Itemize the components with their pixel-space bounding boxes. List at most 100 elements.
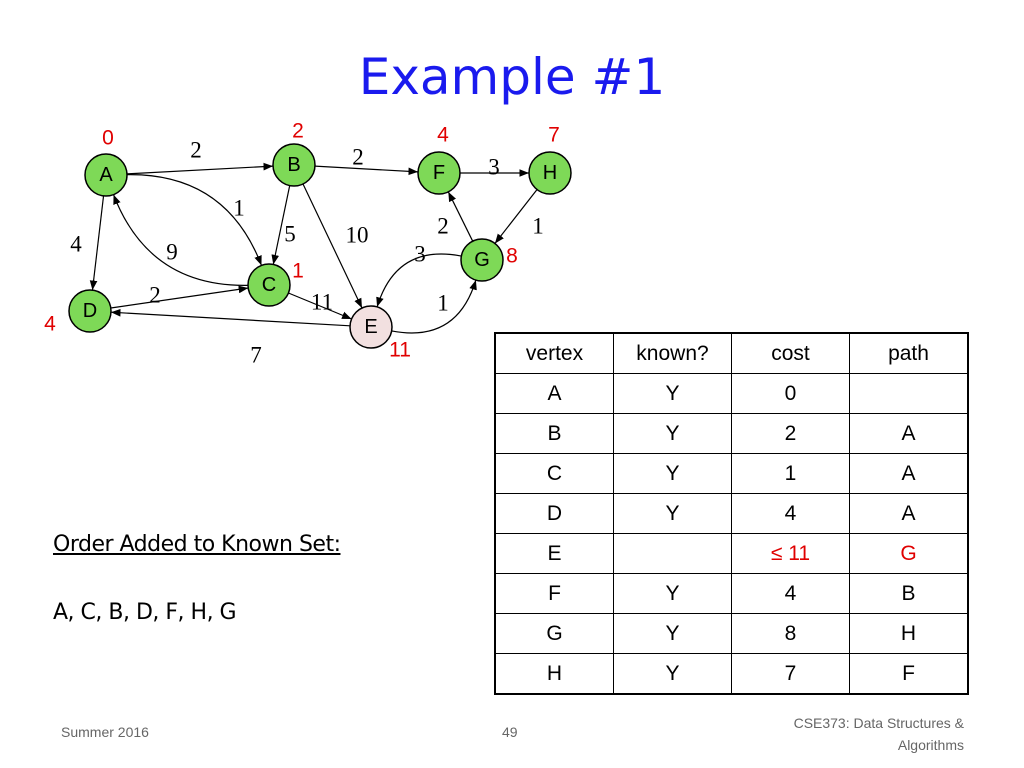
node-cost-label: 4 <box>437 124 449 147</box>
node-label: B <box>287 154 300 176</box>
edge-weight-label: 2 <box>437 214 449 239</box>
edge-weight-label: 5 <box>284 222 296 247</box>
edge-weight-label: 3 <box>488 155 500 180</box>
edge-weight-label: 9 <box>166 240 178 265</box>
cost-cell: 4 <box>731 573 850 614</box>
known-cell <box>613 533 732 574</box>
path-cell: F <box>849 653 969 695</box>
edge-e-g <box>391 279 477 334</box>
table-row: H Y 7 F <box>494 653 969 695</box>
known-cell: Y <box>613 613 732 654</box>
edge-weight-label: 10 <box>346 223 369 248</box>
cost-cell: 2 <box>731 413 850 454</box>
node-cost-label: 2 <box>292 120 304 143</box>
cost-cell: 4 <box>731 493 850 534</box>
table-row: A Y 0 <box>494 373 969 414</box>
node-cost-label: 8 <box>506 245 518 268</box>
cost-cell: 0 <box>731 373 850 414</box>
node-cost-label: 4 <box>44 313 56 336</box>
edge-weight-label: 2 <box>149 283 161 308</box>
node-label: G <box>474 249 490 271</box>
cost-cell: ≤ 11 <box>731 533 850 574</box>
order-heading: Order Added to Known Set: <box>53 532 341 557</box>
column-header: vertex <box>494 332 614 374</box>
edge-d-c <box>110 285 249 309</box>
table-header-row: vertex known? cost path <box>494 332 969 374</box>
known-cell: Y <box>613 573 732 614</box>
edge-weight-label: 1 <box>233 196 245 221</box>
table-row: E ≤ 11 G <box>494 533 969 574</box>
cost-cell: 7 <box>731 653 850 695</box>
node-label: H <box>543 162 557 184</box>
edge-a-b <box>126 162 274 175</box>
vertex-cell: E <box>494 533 614 574</box>
edge-a-c <box>126 174 263 266</box>
node-label: C <box>262 274 276 296</box>
node-d <box>68 289 112 333</box>
known-cell: Y <box>613 493 732 534</box>
known-cell: Y <box>613 373 732 414</box>
vertex-cell: G <box>494 613 614 654</box>
order-value: A, C, B, D, F, H, G <box>53 600 237 625</box>
node-a <box>84 153 128 197</box>
table-row: F Y 4 B <box>494 573 969 614</box>
node-cost-label: 11 <box>389 339 411 362</box>
edge-weight-label: 2 <box>190 138 202 163</box>
node-b <box>272 143 316 187</box>
table-row: D Y 4 A <box>494 493 969 534</box>
edge-weight-label: 3 <box>414 242 426 267</box>
vertex-cell: D <box>494 493 614 534</box>
edge-weight-label: 1 <box>437 291 449 316</box>
path-cell: A <box>849 453 969 494</box>
known-cell: Y <box>613 413 732 454</box>
known-cell: Y <box>613 453 732 494</box>
footer-date: Summer 2016 <box>61 724 149 740</box>
path-cell <box>849 373 969 414</box>
table-row: B Y 2 A <box>494 413 969 454</box>
path-cell: H <box>849 613 969 654</box>
edge-b-e <box>302 183 363 309</box>
node-e <box>349 305 393 349</box>
edge-c-a <box>112 194 249 286</box>
node-f <box>417 151 461 195</box>
edge-g-f <box>447 191 474 242</box>
dijkstra-table: vertex known? cost path A Y 0 B Y 2 A C … <box>494 332 969 695</box>
node-h <box>528 151 572 195</box>
node-label: A <box>99 164 113 186</box>
footer-course-line2: Algorithms <box>897 737 964 753</box>
node-cost-label: 0 <box>102 127 114 150</box>
edge-weight-label: 4 <box>70 232 82 257</box>
table-row: C Y 1 A <box>494 453 969 494</box>
slide-number: 49 <box>502 724 518 740</box>
path-cell: B <box>849 573 969 614</box>
edge-weight-label: 1 <box>532 214 544 239</box>
node-c <box>247 263 291 307</box>
vertex-cell: C <box>494 453 614 494</box>
known-cell: Y <box>613 653 732 695</box>
vertex-cell: A <box>494 373 614 414</box>
node-label: D <box>83 300 97 322</box>
table-row: G Y 8 H <box>494 613 969 654</box>
edge-g-e <box>376 253 462 308</box>
edge-weight-label: 2 <box>352 145 364 170</box>
edge-b-f <box>314 165 419 176</box>
path-cell: A <box>849 493 969 534</box>
column-header: path <box>849 332 969 374</box>
node-label: F <box>433 162 445 184</box>
edge-c-e <box>288 292 352 320</box>
edge-weight-label: 11 <box>311 290 333 315</box>
path-cell: A <box>849 413 969 454</box>
node-label: E <box>364 316 377 338</box>
column-header: known? <box>613 332 732 374</box>
footer-course-line1: CSE373: Data Structures & <box>793 715 964 731</box>
edge-a-d <box>89 195 105 291</box>
cost-cell: 1 <box>731 453 850 494</box>
path-cell: G <box>849 533 969 574</box>
node-cost-label: 1 <box>292 260 304 283</box>
column-header: cost <box>731 332 850 374</box>
footer-course: CSE373: Data Structures & Algorithms <box>794 712 964 756</box>
edge-e-d <box>110 308 351 327</box>
slide-title: Example #1 <box>358 48 666 106</box>
node-g <box>460 238 504 282</box>
